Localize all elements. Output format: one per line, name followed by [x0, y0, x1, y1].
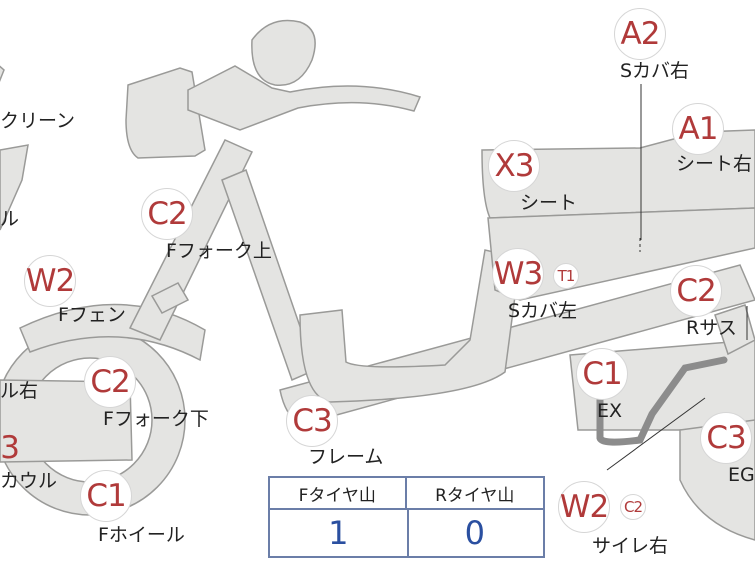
marker-w2-silencer-sub[interactable]: C2	[620, 494, 646, 520]
label-handle: ル	[0, 208, 20, 230]
marker-c2-rsus[interactable]: C2	[670, 265, 722, 317]
marker-code: X3	[494, 148, 535, 184]
label-w3: Sカバ左	[508, 300, 578, 322]
front-fork	[128, 139, 254, 341]
marker-c3-frame[interactable]: C3	[286, 395, 338, 447]
front-tyre-value[interactable]: 1	[270, 510, 409, 556]
label-c3-eg: EG	[728, 464, 755, 486]
marker-c1-fwheel[interactable]: C1	[80, 470, 132, 522]
marker-x3[interactable]: X3	[488, 140, 540, 192]
marker-subcode: C2	[623, 498, 643, 516]
headlight	[125, 67, 206, 159]
handlebar	[187, 65, 422, 131]
label-w2-silencer: サイレ右	[592, 535, 669, 557]
side-cover-left	[299, 249, 521, 403]
label-c1-fwheel: Fホイール	[98, 524, 185, 546]
marker-cowl[interactable]: 3	[0, 422, 22, 474]
marker-w2-ffender[interactable]: W2	[24, 255, 76, 307]
marker-code: C2	[676, 273, 716, 309]
rear-tyre-header: Rタイヤ山	[406, 478, 543, 510]
marker-code: 3	[0, 430, 20, 466]
label-x3: シート	[520, 192, 578, 214]
marker-code: C2	[90, 364, 130, 400]
label-c2-ffork-upper: Fフォーク上	[166, 240, 272, 262]
marker-subcode: T1	[557, 267, 576, 285]
marker-code: W2	[559, 489, 609, 525]
label-c2-rsus: Rサス	[686, 317, 737, 339]
marker-w2-silencer[interactable]: W2	[558, 481, 610, 533]
marker-a1[interactable]: A1	[672, 103, 724, 155]
rear-shock	[714, 304, 755, 356]
mirror	[251, 19, 316, 87]
label-screen: クリーン	[0, 110, 76, 132]
marker-c2-ffork-upper[interactable]: C2	[141, 188, 193, 240]
marker-a2[interactable]: A2	[614, 8, 666, 60]
marker-code: A2	[620, 16, 661, 52]
front-tyre-header: Fタイヤ山	[270, 478, 407, 510]
label-c2-ffork-lower: Fフォーク下	[103, 408, 209, 430]
marker-code: W2	[25, 263, 75, 299]
label-cowl: カウル	[0, 470, 58, 492]
marker-code: C3	[292, 403, 332, 439]
marker-c3-eg[interactable]: C3	[700, 412, 752, 464]
label-a2: Sカバ右	[620, 60, 690, 82]
marker-code: W3	[493, 256, 543, 292]
marker-code: C1	[86, 478, 126, 514]
rear-tyre-value[interactable]: 0	[464, 514, 485, 552]
marker-code: C1	[582, 356, 622, 392]
exhaust-pipe	[596, 356, 728, 446]
tyre-tread-table: Fタイヤ山 Rタイヤ山 1 0	[268, 476, 545, 558]
marker-code: A1	[678, 111, 719, 147]
label-mirror-right: ル右	[0, 380, 39, 402]
marker-c1-ex[interactable]: C1	[576, 348, 628, 400]
marker-w3[interactable]: W3	[492, 248, 544, 300]
label-c1-ex: EX	[597, 400, 623, 422]
marker-c2-ffork-lower[interactable]: C2	[84, 356, 136, 408]
marker-w3-sub[interactable]: T1	[553, 263, 579, 289]
marker-code: C3	[706, 420, 746, 456]
label-w2-ffender: Fフェン	[58, 304, 126, 326]
marker-code: C2	[147, 196, 187, 232]
label-c3-frame: フレーム	[308, 446, 384, 468]
label-a1: シート右	[676, 153, 753, 175]
